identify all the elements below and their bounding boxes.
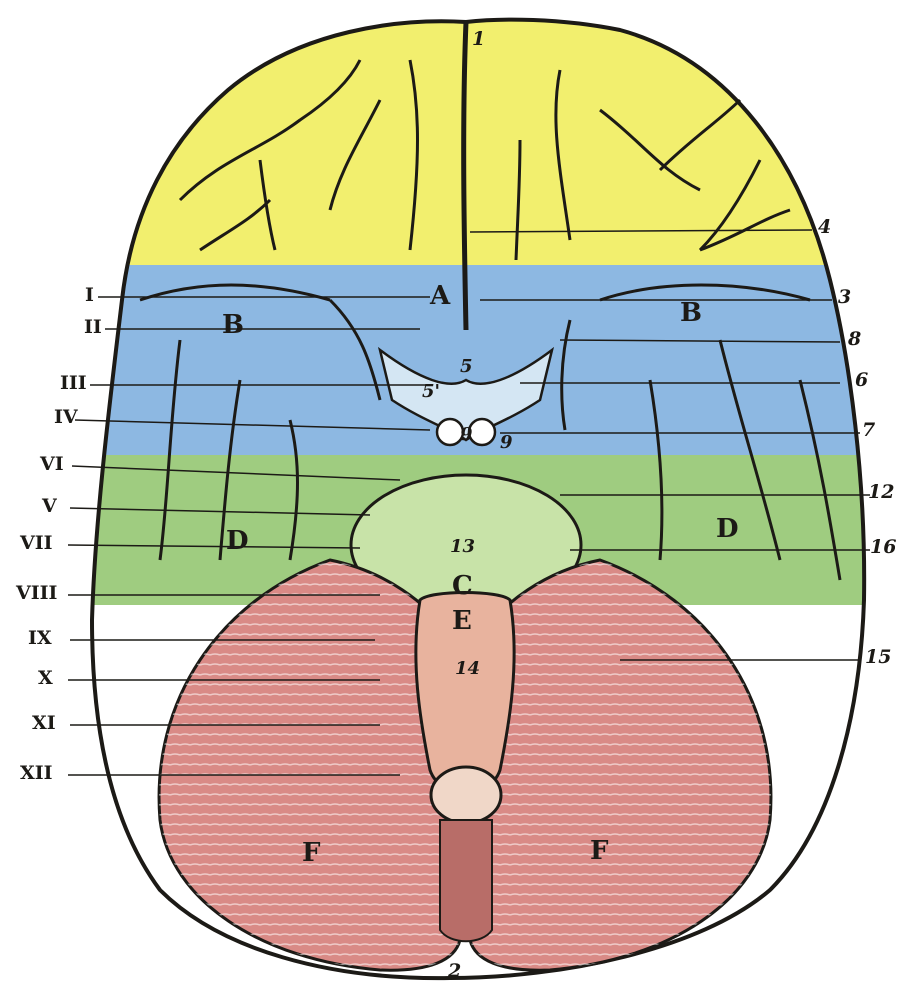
label-roman-XI: XI — [32, 714, 56, 733]
label-roman-VIII: VIII — [16, 584, 57, 603]
label-B-left: B — [222, 312, 244, 338]
label-D-left: D — [226, 528, 249, 554]
label-num-7: 7 — [862, 421, 875, 440]
label-A: A — [430, 283, 450, 309]
label-roman-I: I — [85, 286, 94, 305]
longitudinal-fissure — [464, 22, 466, 330]
label-num-15: 15 — [865, 648, 891, 667]
label-F-left: F — [302, 840, 320, 866]
label-num-4: 4 — [818, 218, 831, 237]
label-F-right: F — [590, 838, 608, 864]
label-num-3: 3 — [838, 288, 851, 307]
label-inner-9a: 9 — [460, 426, 473, 444]
label-num-12: 12 — [868, 483, 894, 502]
label-roman-IX: IX — [28, 629, 52, 648]
label-inner-9b: 9 — [500, 434, 513, 452]
label-roman-V: V — [42, 497, 57, 516]
label-inner-14: 14 — [455, 660, 480, 678]
label-roman-III: III — [60, 374, 87, 393]
label-roman-X: X — [38, 669, 53, 688]
label-E: E — [452, 608, 472, 634]
label-num-16: 16 — [870, 538, 896, 557]
spinal-cord — [440, 820, 492, 941]
label-roman-VI: VI — [40, 455, 64, 474]
label-B-right: B — [680, 300, 702, 326]
label-roman-XII: XII — [20, 764, 53, 783]
label-roman-VII: VII — [20, 534, 53, 553]
label-inner-5prime: 5' — [422, 383, 440, 401]
label-inner-13: 13 — [450, 538, 475, 556]
label-roman-II: II — [84, 318, 102, 337]
label-top-1: 1 — [472, 30, 485, 49]
label-bottom-2: 2 — [448, 962, 461, 981]
label-inner-5: 5 — [460, 358, 473, 376]
label-num-6: 6 — [855, 371, 868, 390]
label-roman-IV: IV — [54, 408, 78, 427]
label-C: C — [452, 573, 473, 599]
spinal-cord-section — [431, 767, 501, 823]
label-num-8: 8 — [848, 330, 861, 349]
label-D-right: D — [716, 516, 739, 542]
